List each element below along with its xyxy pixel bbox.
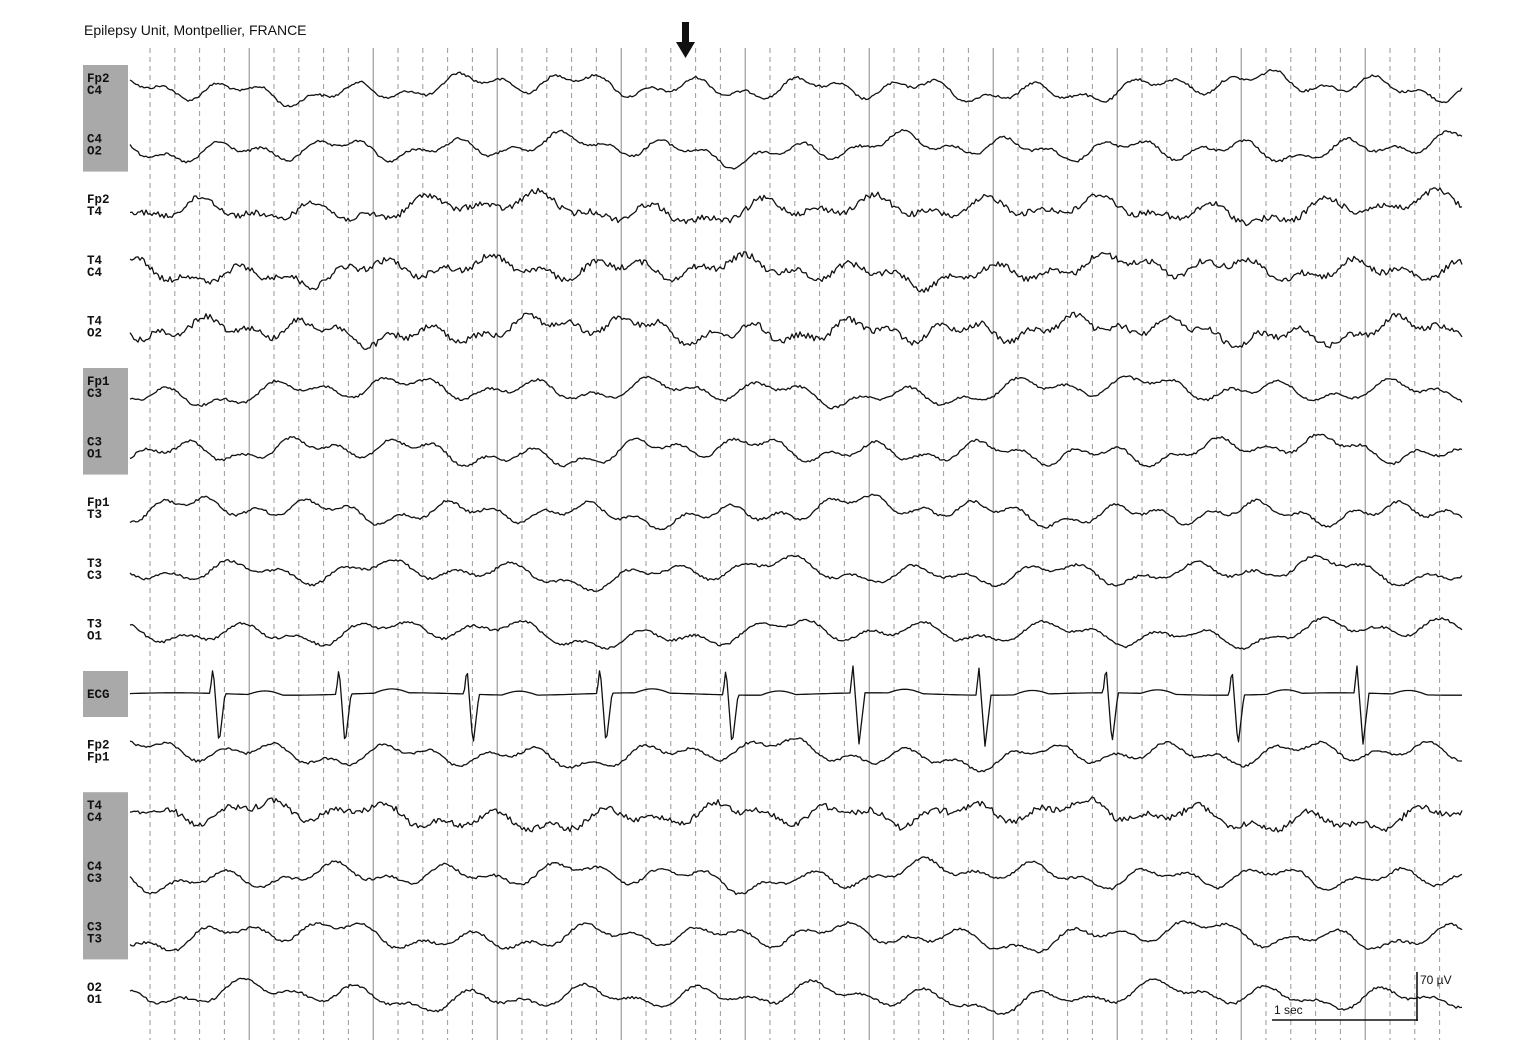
channel-label: O2: [87, 981, 102, 995]
channel-trace: [129, 493, 1463, 531]
channel-trace: [129, 856, 1463, 896]
channel-traces: [129, 68, 1463, 1015]
channel-trace: [129, 796, 1463, 833]
channel-label: C4: [87, 84, 103, 98]
label-shade-block: [83, 792, 128, 960]
channel-label: T4: [87, 799, 103, 813]
channel-trace: [129, 433, 1463, 468]
channel-label: C3: [87, 872, 102, 886]
label-shade-block: [83, 671, 128, 717]
channel-label: Fp2: [87, 739, 110, 753]
channel-label: O1: [87, 629, 102, 643]
channel-trace: [129, 251, 1463, 293]
channel-trace: [129, 375, 1463, 410]
channel-label: C4: [87, 133, 103, 147]
channel-trace: [129, 665, 1462, 747]
channel-label: C3: [87, 920, 102, 934]
channel-label: T4: [87, 314, 103, 328]
channel-trace: [129, 737, 1462, 773]
channel-trace: [129, 311, 1463, 351]
channel-label: Fp1: [87, 751, 110, 765]
channel-label: O1: [87, 448, 102, 462]
channel-label-shading: [83, 65, 128, 960]
channel-label: ECG: [87, 688, 110, 702]
channel-label: C3: [87, 569, 102, 583]
down-arrow-icon: [676, 22, 695, 58]
channel-trace: [129, 920, 1463, 954]
time-gridlines: [149, 48, 1441, 1040]
channel-label: Fp1: [87, 375, 110, 389]
channel-label: Fp1: [87, 496, 110, 510]
channel-trace: [129, 128, 1463, 170]
channel-label: T4: [87, 205, 103, 219]
channel-label: T3: [87, 557, 102, 571]
channel-trace: [129, 187, 1463, 227]
label-shade-block: [83, 368, 128, 475]
channel-label: T3: [87, 932, 102, 946]
channel-trace: [129, 616, 1463, 650]
channel-labels: Fp2C4C4O2Fp2T4T4C4T4O2Fp1C3C3O1Fp1T3T3C3…: [87, 72, 110, 1007]
channel-label: O2: [87, 145, 102, 159]
channel-label: Fp2: [87, 72, 110, 86]
channel-label: C3: [87, 387, 102, 401]
channel-label: C4: [87, 811, 103, 825]
channel-trace: [129, 977, 1463, 1015]
channel-label: C4: [87, 860, 103, 874]
channel-label: C3: [87, 436, 102, 450]
channel-trace: [129, 68, 1463, 108]
channel-label: O1: [87, 993, 102, 1007]
label-shade-block: [83, 65, 128, 172]
channel-label: Fp2: [87, 193, 110, 207]
time-scale-label: 1 sec: [1274, 1003, 1303, 1017]
channel-label: C4: [87, 266, 103, 280]
calibration-bar: 1 sec 70 µV: [1272, 972, 1452, 1021]
recording-title: Epilepsy Unit, Montpellier, FRANCE: [84, 22, 307, 38]
amplitude-scale-label: 70 µV: [1420, 973, 1452, 987]
channel-label: T4: [87, 254, 103, 268]
channel-label: T3: [87, 508, 102, 522]
channel-label: O2: [87, 326, 102, 340]
channel-trace: [129, 554, 1463, 593]
channel-label: T3: [87, 617, 102, 631]
